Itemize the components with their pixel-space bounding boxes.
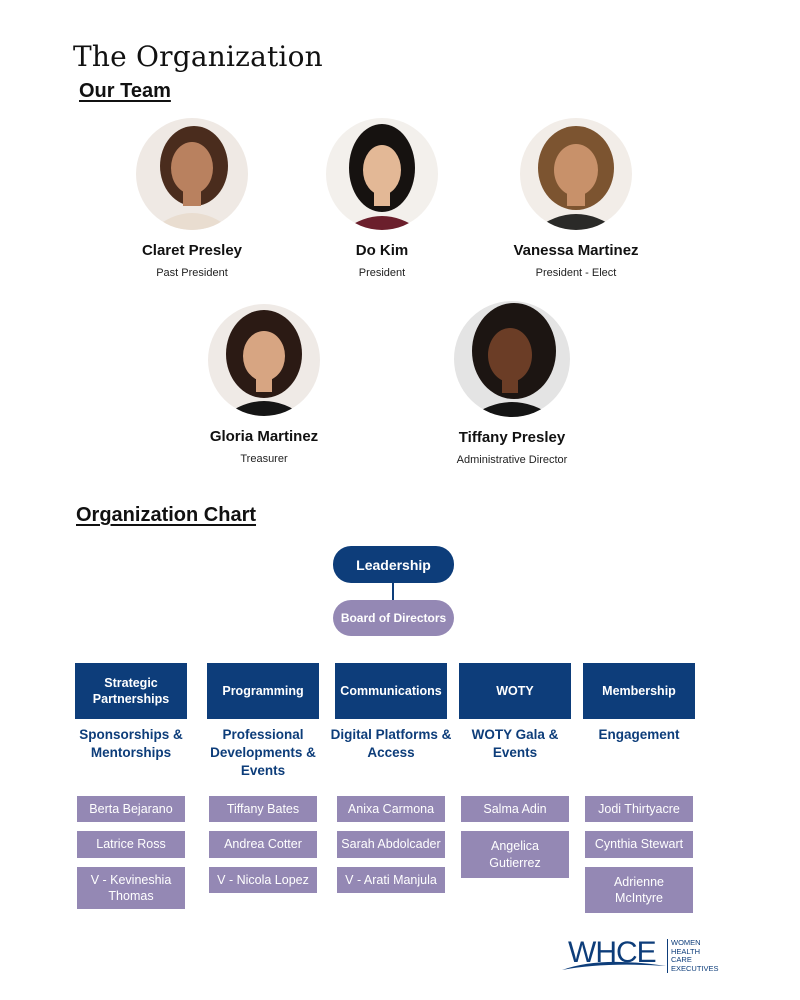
member-role: Administrative Director bbox=[456, 454, 568, 466]
member-box: Anixa Carmona bbox=[337, 796, 445, 823]
our-team-heading: Our Team bbox=[79, 80, 171, 102]
member-box: Andrea Cotter bbox=[209, 831, 317, 858]
logo-line: EXECUTIVES bbox=[671, 963, 719, 973]
logo-subtitle: WOMEN HEALTH CARE EXECUTIVES bbox=[667, 938, 719, 974]
member-box: Berta Bejarano bbox=[77, 796, 185, 823]
department-focus: WOTY Gala & Events bbox=[471, 727, 559, 761]
member-box: Sarah Abdolcader bbox=[337, 831, 445, 858]
department-focus: Digital Platforms & Access bbox=[330, 727, 452, 761]
department-box: Membership bbox=[583, 663, 695, 719]
department-focus: Professional Developments & Events bbox=[210, 727, 316, 779]
org-chart-heading: Organization Chart bbox=[76, 504, 257, 526]
department-box: Communications bbox=[335, 663, 447, 719]
member-role: Treasurer bbox=[240, 453, 288, 465]
logo-line: CARE bbox=[671, 955, 692, 965]
member-box: Salma Adin bbox=[461, 796, 569, 823]
avatar bbox=[136, 118, 248, 230]
department-column: Communications Digital Platforms & Acces… bbox=[331, 663, 451, 902]
department-box: Programming bbox=[207, 663, 319, 719]
team-member-card: Claret Presley Past President bbox=[102, 118, 282, 279]
leadership-node: Leadership bbox=[333, 546, 454, 583]
whce-logo: WHCE WOMEN HEALTH CARE EXECUTIVES bbox=[560, 936, 730, 978]
member-name: Gloria Martinez bbox=[209, 428, 319, 445]
member-role: Past President bbox=[156, 267, 228, 279]
member-name: Claret Presley bbox=[141, 242, 243, 259]
member-role: President bbox=[358, 267, 406, 279]
logo-line: WOMEN bbox=[671, 938, 701, 947]
member-box: Cynthia Stewart bbox=[585, 831, 693, 858]
avatar bbox=[520, 118, 632, 230]
connector-line bbox=[392, 583, 394, 600]
team-member-card: Tiffany Presley Administrative Director bbox=[422, 301, 602, 466]
department-column: Strategic Partnerships Sponsorships & Me… bbox=[75, 663, 187, 918]
logo-line: HEALTH bbox=[671, 946, 701, 956]
member-name: Vanessa Martinez bbox=[513, 242, 639, 259]
department-focus: Sponsorships & Mentorships bbox=[79, 727, 183, 761]
member-box: Adrienne McIntyre bbox=[585, 866, 693, 913]
department-column: Programming Professional Developments & … bbox=[207, 663, 319, 902]
member-box: Jodi Thirtyacre bbox=[585, 796, 693, 823]
member-name: Do Kim bbox=[355, 242, 409, 259]
member-role: President - Elect bbox=[535, 267, 617, 279]
department-column: Membership Engagement Jodi Thirtyacre Cy… bbox=[583, 663, 695, 922]
member-name: Tiffany Presley bbox=[458, 429, 566, 446]
avatar bbox=[454, 301, 570, 417]
department-column: WOTY WOTY Gala & Events Salma Adin Angel… bbox=[459, 663, 571, 887]
member-box: V - Kevineshia Thomas bbox=[77, 866, 185, 909]
logo-mark: WHCE bbox=[568, 936, 657, 969]
member-box: Angelica Gutierrez bbox=[461, 831, 569, 878]
team-member-card: Gloria Martinez Treasurer bbox=[174, 304, 354, 465]
avatar bbox=[326, 118, 438, 230]
member-box: V - Nicola Lopez bbox=[209, 866, 317, 893]
member-box: V - Arati Manjula bbox=[337, 866, 445, 893]
member-box: Tiffany Bates bbox=[209, 796, 317, 823]
department-box: WOTY bbox=[459, 663, 571, 719]
logo-swoosh-icon bbox=[562, 961, 666, 970]
board-node: Board of Directors bbox=[333, 600, 454, 636]
department-box: Strategic Partnerships bbox=[75, 663, 187, 719]
department-focus: Engagement bbox=[598, 727, 680, 742]
page-title: The Organization bbox=[73, 40, 323, 73]
avatar bbox=[208, 304, 320, 416]
team-member-card: Do Kim President bbox=[292, 118, 472, 279]
member-box: Latrice Ross bbox=[77, 831, 185, 858]
team-member-card: Vanessa Martinez President - Elect bbox=[486, 118, 666, 279]
